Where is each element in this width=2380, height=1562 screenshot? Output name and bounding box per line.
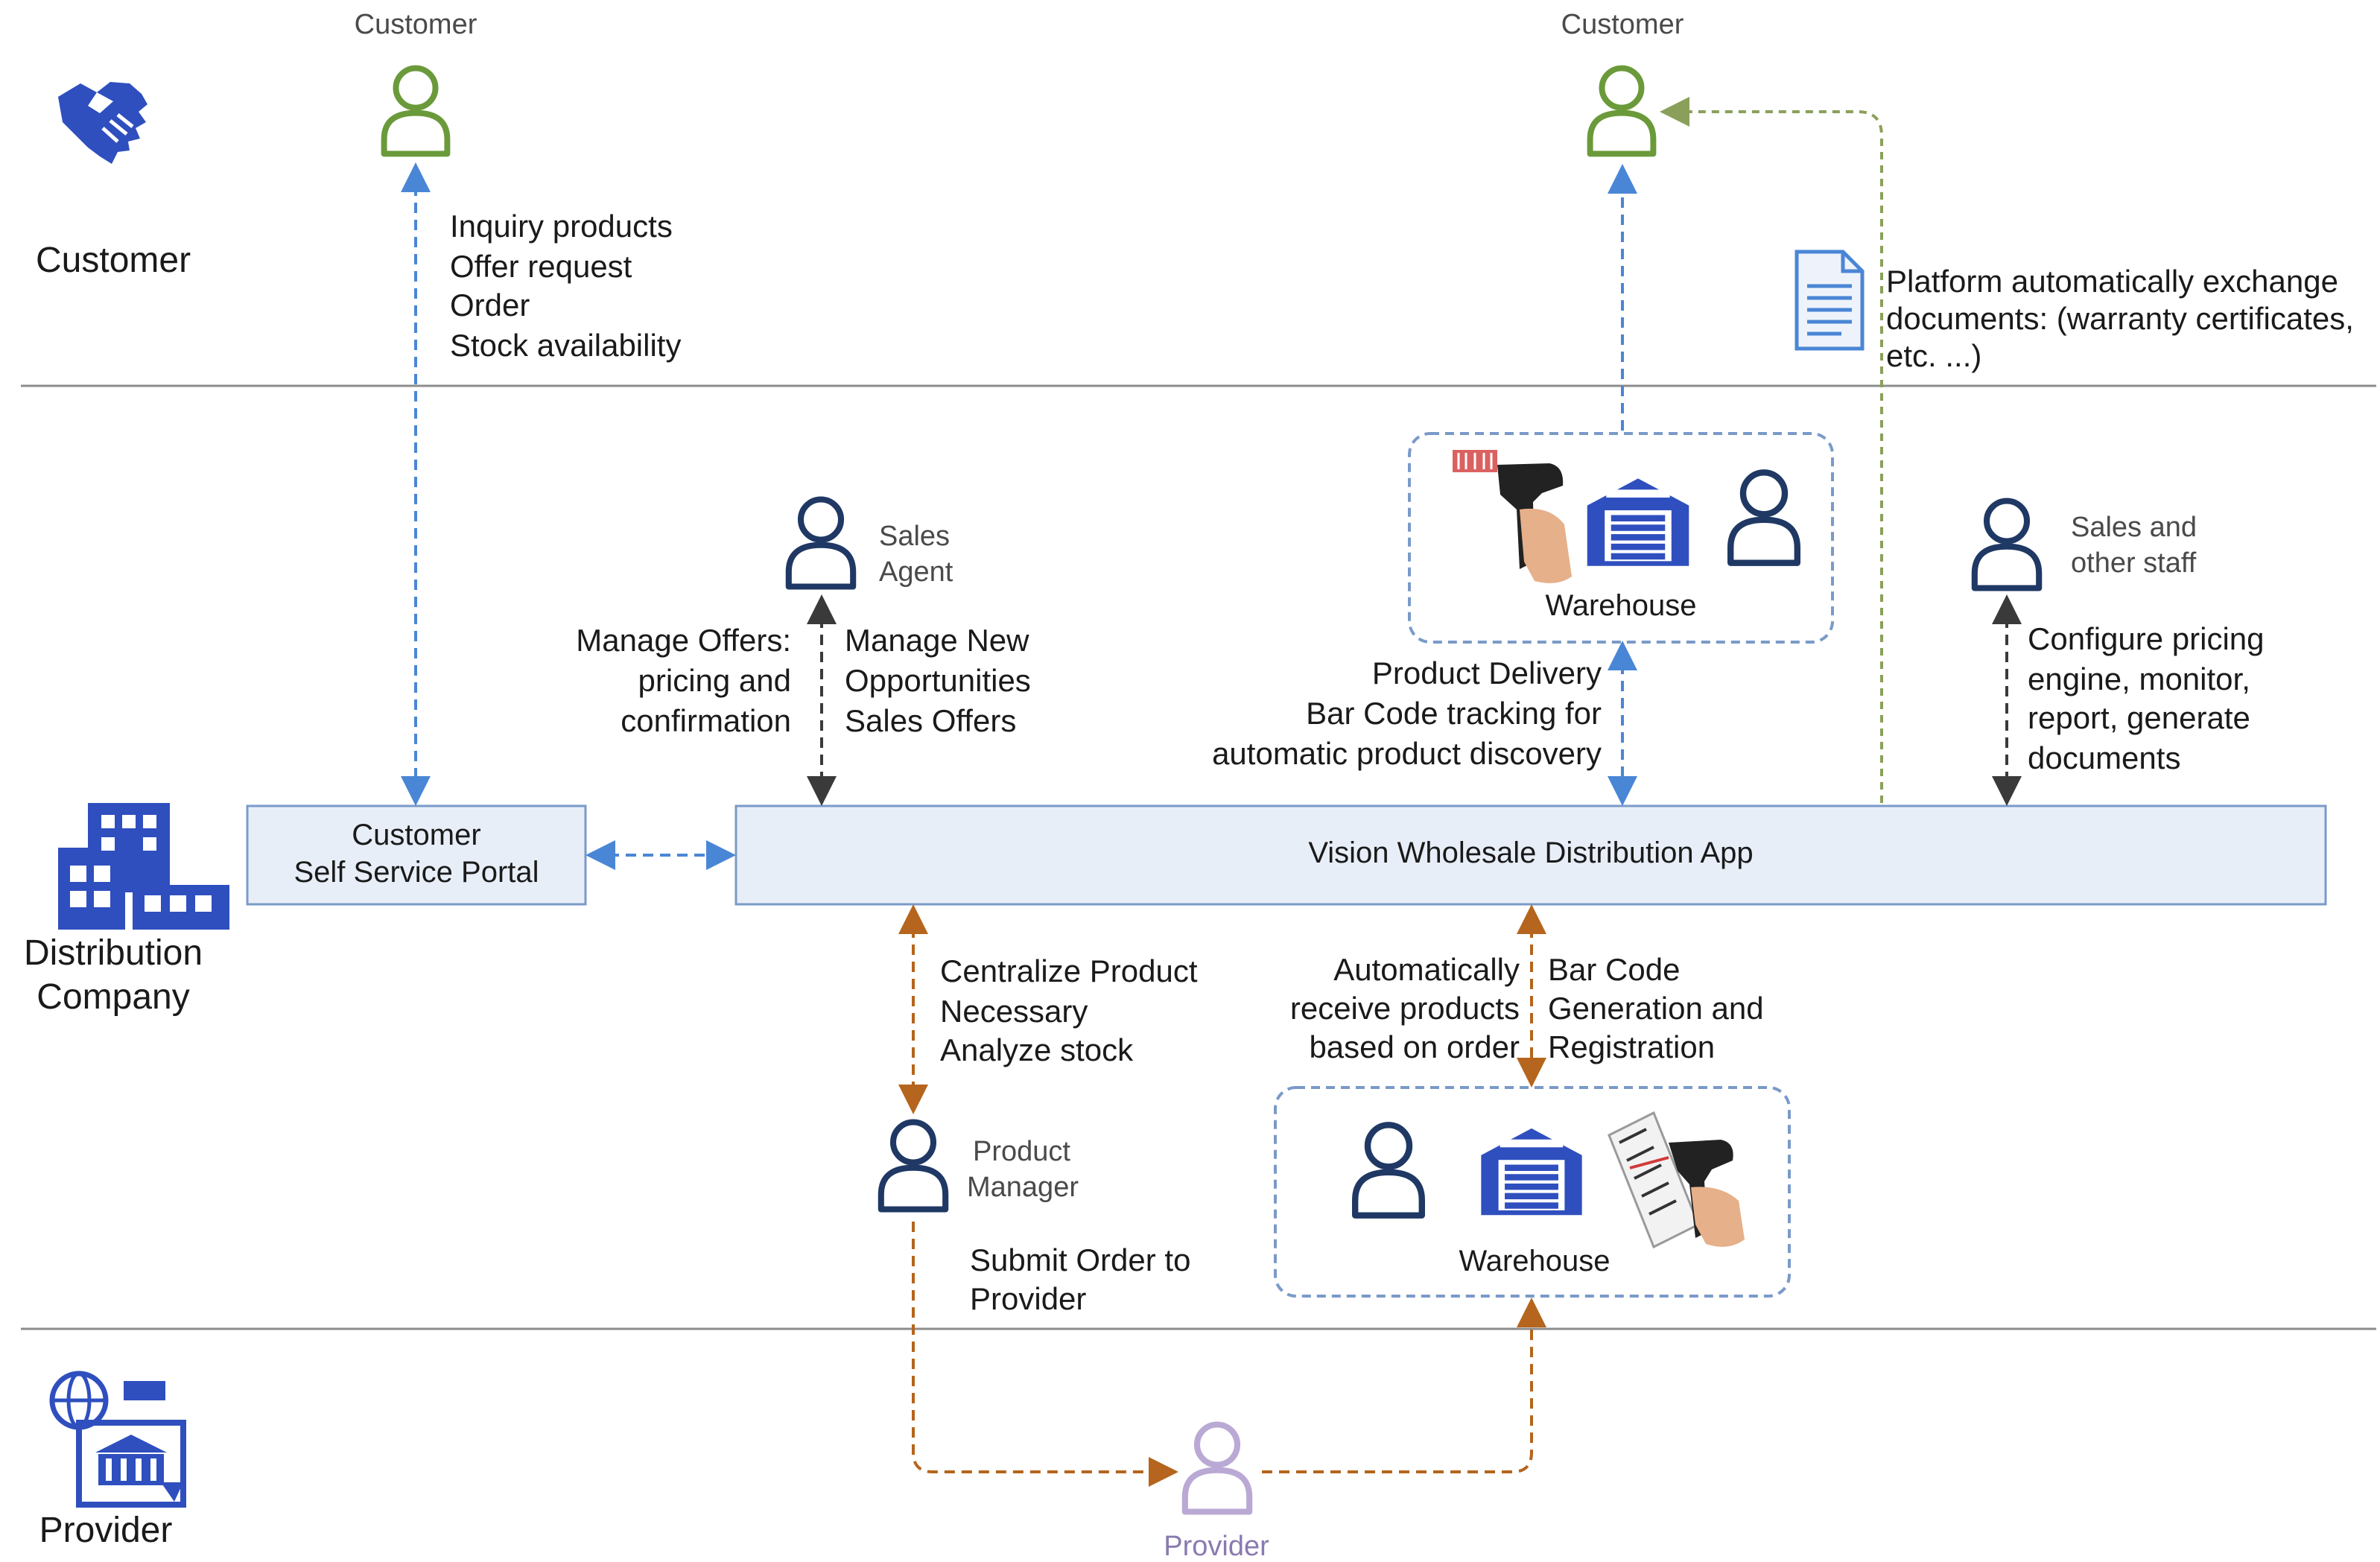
platform-docs-line-2: documents: (warranty certificates,	[1886, 301, 2354, 336]
product-manager-person-icon	[881, 1123, 945, 1210]
submit-order-line-2: Provider	[970, 1281, 1086, 1316]
configure-line-4: documents	[2028, 740, 2180, 775]
warehouse-bottom-label: Warehouse	[1459, 1245, 1610, 1277]
submit-order-line-1: Submit Order to	[970, 1242, 1190, 1277]
warehouse-top-person-icon	[1730, 472, 1797, 562]
auto-receive-line-3: based on order	[1309, 1029, 1520, 1064]
configure-line-3: report, generate	[2028, 700, 2250, 735]
barcode-scanner-icon	[1453, 450, 1572, 583]
actor-label-product-manager-2: Manager	[967, 1172, 1079, 1203]
warehouse-bottom-person-icon	[1355, 1125, 1422, 1215]
lane-label-provider: Provider	[39, 1511, 173, 1550]
provider-person-icon	[1185, 1425, 1249, 1512]
actor-label-sales-agent-1: Sales	[879, 521, 950, 552]
portal-label-line-2: Self Service Portal	[293, 856, 539, 889]
provider-globe-building-icon	[49, 1371, 186, 1508]
office-building-icon	[58, 803, 229, 930]
customer-inquiry-line-1: Inquiry products	[450, 209, 673, 244]
actor-label-provider: Provider	[1164, 1531, 1269, 1558]
handshake-icon	[58, 82, 147, 164]
customer-right-person-icon	[1590, 69, 1654, 154]
manage-new-line-3: Sales Offers	[845, 703, 1016, 738]
lane-label-distribution-2: Company	[37, 977, 189, 1017]
barcode-gen-line-1: Bar Code	[1548, 952, 1680, 987]
warehouse-bottom-group	[1274, 1086, 1791, 1298]
vision-wholesale-distribution-app[interactable]	[734, 804, 2327, 906]
warehouse-bottom-icon	[1481, 1128, 1582, 1216]
actor-label-sales-staff-2: other staff	[2071, 547, 2197, 579]
auto-receive-line-2: receive products	[1290, 991, 1520, 1026]
sales-agent-person-icon	[789, 500, 853, 587]
warehouse-top-label: Warehouse	[1545, 589, 1696, 622]
connector-platform-docs	[1660, 97, 1883, 803]
customer-inquiry-line-2: Offer request	[450, 249, 632, 284]
product-delivery-line-3: automatic product discovery	[1212, 736, 1602, 771]
centralize-line-3: Analyze stock	[940, 1032, 1134, 1067]
manage-new-line-2: Opportunities	[845, 663, 1031, 698]
actor-label-sales-agent-2: Agent	[879, 556, 953, 588]
lane-label-customer: Customer	[36, 241, 191, 280]
centralize-line-2: Necessary	[940, 994, 1088, 1029]
manage-new-line-1: Manage New	[845, 623, 1029, 658]
customer-inquiry-line-3: Order	[450, 288, 530, 323]
product-delivery-line-2: Bar Code tracking for	[1306, 696, 1602, 731]
customer-inquiry-line-4: Stock availability	[450, 328, 681, 363]
actor-label-customer-left: Customer	[355, 9, 477, 40]
manage-offers-line-2: pricing and	[638, 663, 791, 698]
actor-label-product-manager-1: Product	[973, 1136, 1070, 1167]
app-label: Vision Wholesale Distribution App	[1308, 836, 1753, 869]
barcode-gen-line-2: Generation and	[1548, 991, 1764, 1026]
customer-self-service-portal[interactable]	[246, 804, 587, 906]
manage-offers-line-3: confirmation	[621, 703, 791, 738]
manage-offers-line-1: Manage Offers:	[576, 623, 791, 658]
connector-provider-warehouse	[1262, 1298, 1546, 1473]
configure-line-2: engine, monitor,	[2028, 661, 2250, 696]
connector-manager-provider	[912, 1222, 1178, 1487]
configure-line-1: Configure pricing	[2028, 621, 2265, 656]
customer-left-person-icon	[384, 69, 448, 154]
platform-docs-line-3: etc. ...)	[1886, 338, 1981, 373]
product-delivery-line-1: Product Delivery	[1372, 655, 1602, 690]
document-icon	[1794, 250, 1865, 351]
platform-docs-line-1: Platform automatically exchange	[1886, 264, 2338, 299]
portal-label-line-1: Customer	[352, 819, 480, 851]
sales-staff-person-icon	[1975, 501, 2039, 588]
warehouse-top-group	[1408, 432, 1834, 644]
warehouse-top-icon	[1587, 478, 1689, 566]
actor-label-sales-staff-1: Sales and	[2071, 512, 2197, 543]
centralize-line-1: Centralize Product	[940, 953, 1198, 988]
barcode-gen-line-3: Registration	[1548, 1029, 1715, 1064]
barcode-sheet-scanner-icon	[1608, 1111, 1745, 1249]
lane-label-distribution-1: Distribution	[24, 933, 203, 973]
auto-receive-line-1: Automatically	[1333, 952, 1520, 987]
actor-label-customer-right: Customer	[1561, 9, 1684, 40]
